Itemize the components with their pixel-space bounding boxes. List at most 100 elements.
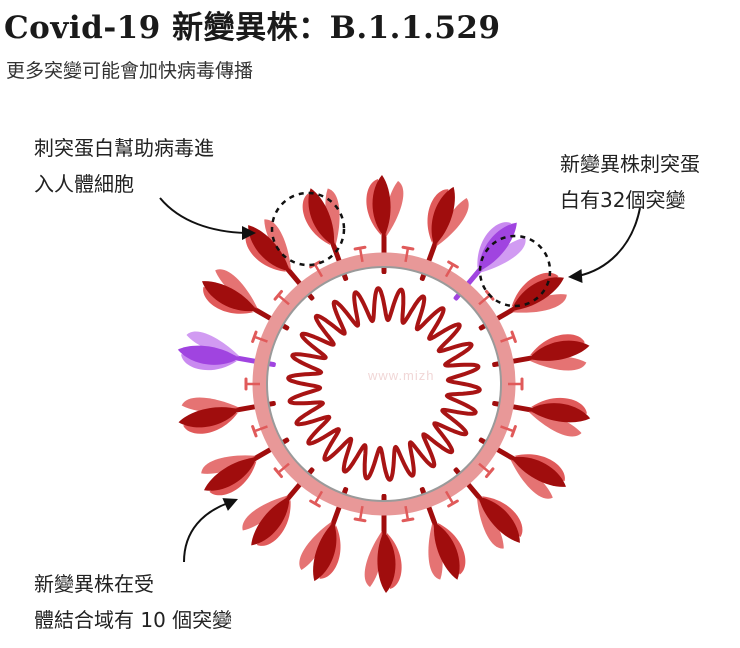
spike-head — [377, 531, 396, 593]
mutated-spike-protein-icon — [177, 331, 277, 371]
membrane-protein-cap — [447, 260, 459, 269]
arrow-shaft — [577, 207, 641, 277]
membrane-protein-icon — [508, 377, 524, 391]
virus-interior — [274, 274, 494, 494]
spike-protein-icon — [366, 175, 404, 275]
membrane-protein-cap — [353, 517, 367, 523]
spike-lobe — [186, 331, 240, 357]
callout-spike-entry-line-1: 刺突蛋白幫助病毒進 — [34, 136, 214, 160]
membrane-protein-stem — [500, 425, 515, 433]
dashed-circle-icon — [478, 234, 552, 308]
membrane-protein-stem — [444, 263, 455, 278]
membrane-protein-icon — [444, 260, 459, 278]
spike-head — [511, 456, 566, 487]
membrane-protein-icon — [309, 490, 324, 508]
spike-head — [528, 340, 590, 361]
arrow-shaft — [159, 197, 247, 234]
membrane-protein-stem — [277, 462, 290, 474]
spike-head — [431, 186, 455, 246]
spike-lobe — [242, 495, 288, 531]
callout-spike-entry-line-2: 入人體細胞 — [34, 172, 134, 196]
page-subtitle: 更多突變可能會加快病毒傳播 — [6, 60, 254, 82]
curved-arrow-icon — [183, 498, 238, 563]
spike-lobe — [436, 198, 469, 247]
membrane-protein-stem — [404, 505, 410, 521]
membrane-protein-stem — [253, 335, 268, 343]
spike-head — [511, 277, 564, 311]
membrane-protein-icon — [244, 377, 260, 391]
spike-lobe — [476, 497, 504, 549]
membrane-protein-icon — [251, 330, 268, 343]
spike-head — [313, 522, 337, 582]
membrane-protein-cap — [401, 245, 415, 251]
curved-arrow-icon — [568, 207, 641, 283]
membrane-protein-stem — [500, 335, 515, 343]
spike-lobe — [528, 411, 582, 437]
membrane-protein-icon — [500, 330, 517, 343]
coronavirus-icon — [177, 175, 591, 593]
membrane-protein-icon — [401, 505, 415, 523]
membrane-protein-icon — [251, 425, 268, 438]
callout-spike-mutations-line-1: 新變異株刺突蛋 — [560, 152, 700, 176]
membrane-protein-cap — [401, 517, 415, 523]
spike-lobe — [480, 237, 526, 273]
membrane-protein-icon — [478, 462, 495, 479]
spike-head — [202, 281, 257, 312]
viral-rna-coil — [286, 286, 482, 482]
membrane-protein-cap — [353, 245, 367, 251]
spike-head — [433, 522, 460, 580]
membrane-protein-stem — [404, 247, 410, 263]
callout-spike-mutations: 新變異株刺突蛋 白有32個突變 — [560, 146, 700, 218]
spike-head — [478, 496, 520, 543]
membrane-protein-stem — [358, 505, 364, 521]
spike-head — [308, 188, 335, 246]
spike-lobe — [201, 455, 256, 474]
spike-head — [372, 175, 391, 237]
dashed-circle-icon — [270, 191, 346, 267]
spike-lobe — [512, 294, 567, 313]
membrane-protein-cap — [510, 330, 517, 343]
spike-head — [528, 403, 591, 423]
callout-arrows — [159, 197, 641, 563]
membrane-protein-cap — [273, 289, 283, 301]
membrane-protein-cap — [485, 467, 495, 479]
membrane-protein-cap — [309, 499, 321, 508]
arrow-shaft — [183, 502, 229, 563]
viral-membrane-inner-edge — [266, 266, 502, 502]
arrow-head — [222, 498, 238, 511]
spike-protein-icon — [299, 486, 349, 582]
callout-spike-mutations-line-2: 白有32個突變 — [560, 188, 686, 212]
spike-protein-icon — [178, 397, 277, 434]
membrane-protein-stem — [358, 247, 364, 263]
membrane-protein-stem — [313, 490, 324, 505]
membrane-protein-icon — [401, 245, 415, 263]
arrow-head — [242, 226, 256, 240]
spike-head — [248, 225, 290, 272]
membrane-protein-stem — [478, 462, 491, 474]
callout-rbd-mutations-line-2: 體結合域有 10 個突變 — [34, 608, 233, 632]
spike-lobe — [299, 521, 332, 570]
spike-head — [251, 496, 290, 546]
spike-lobe — [215, 269, 258, 309]
spike-protein-icon — [201, 437, 290, 496]
membrane-protein-cap — [273, 467, 283, 479]
membrane-protein-icon — [273, 462, 290, 479]
membrane-protein-icon — [444, 490, 459, 508]
membrane-protein-stem — [478, 294, 491, 306]
membrane-protein-stem — [253, 425, 268, 433]
watermark-text: www.mizh — [368, 368, 435, 383]
page-title: Covid-19 新變異株：B.1.1.529 — [4, 10, 501, 46]
spike-lobe — [510, 459, 553, 499]
membrane-protein-cap — [309, 260, 321, 269]
callout-rbd-mutations: 新變異株在受 體結合域有 10 個突變 — [34, 566, 232, 638]
membrane-protein-cap — [251, 330, 258, 343]
spike-head — [478, 222, 517, 272]
membrane-protein-stem — [444, 490, 455, 505]
membrane-protein-icon — [273, 289, 290, 306]
curved-arrow-icon — [159, 197, 256, 240]
spike-protein-icon — [302, 188, 349, 282]
callout-rbd-mutations-line-1: 新變異株在受 — [34, 572, 154, 596]
membrane-protein-cap — [510, 425, 517, 438]
membrane-protein-stem — [277, 294, 290, 306]
